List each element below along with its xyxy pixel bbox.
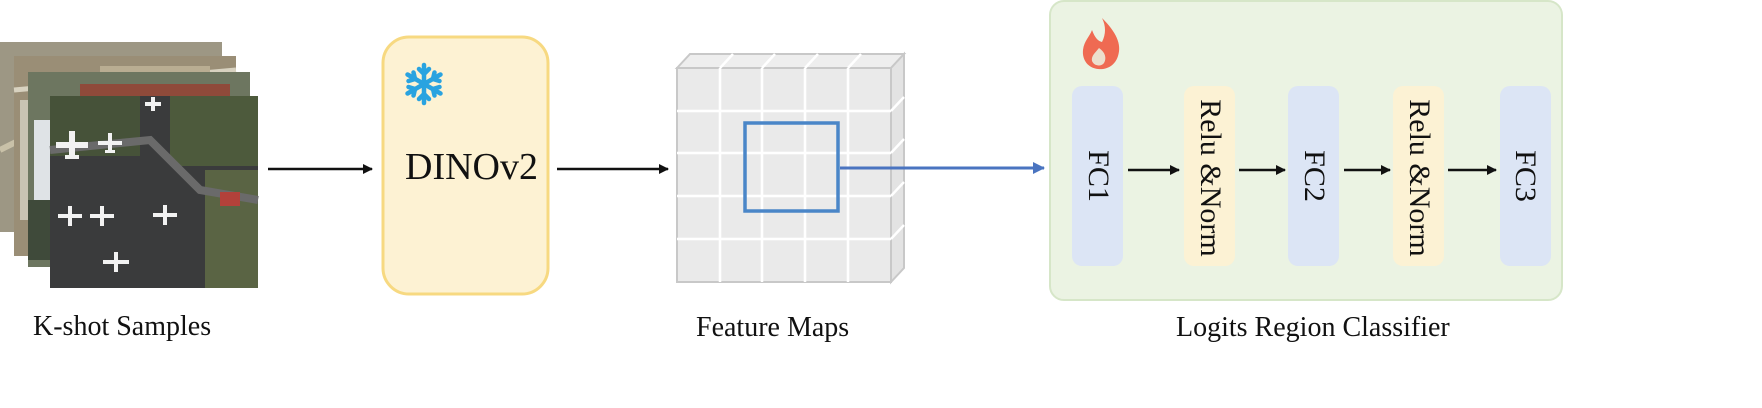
layer-relu-norm-2-block (1393, 86, 1444, 266)
caption-classifier: Logits Region Classifier (1176, 312, 1450, 343)
caption-feature-maps: Feature Maps (696, 312, 850, 343)
layer-fc3-block (1500, 86, 1551, 266)
feature-map-cube (674, 51, 907, 285)
layer-fc3-label: FC3 (1509, 150, 1542, 202)
layer-fc2-block (1288, 86, 1339, 266)
layer-fc1-label: FC1 (1082, 150, 1115, 202)
layer-relu-norm-2-label: Relu &Norm (1403, 99, 1436, 257)
flame-icon (1082, 18, 1120, 70)
roi-box (743, 121, 840, 213)
k-shot-samples (0, 42, 259, 288)
snowflake-icon (405, 62, 443, 106)
layer-relu-norm-1-block (1184, 86, 1235, 266)
backbone-label: DINOv2 (405, 146, 538, 188)
layer-fc2-label: FC2 (1298, 150, 1331, 202)
caption-samples: K-shot Samples (33, 311, 212, 342)
sample-image-front (49, 96, 259, 288)
layer-relu-norm-1-label: Relu &Norm (1194, 99, 1227, 257)
layer-fc1-block (1072, 86, 1123, 266)
